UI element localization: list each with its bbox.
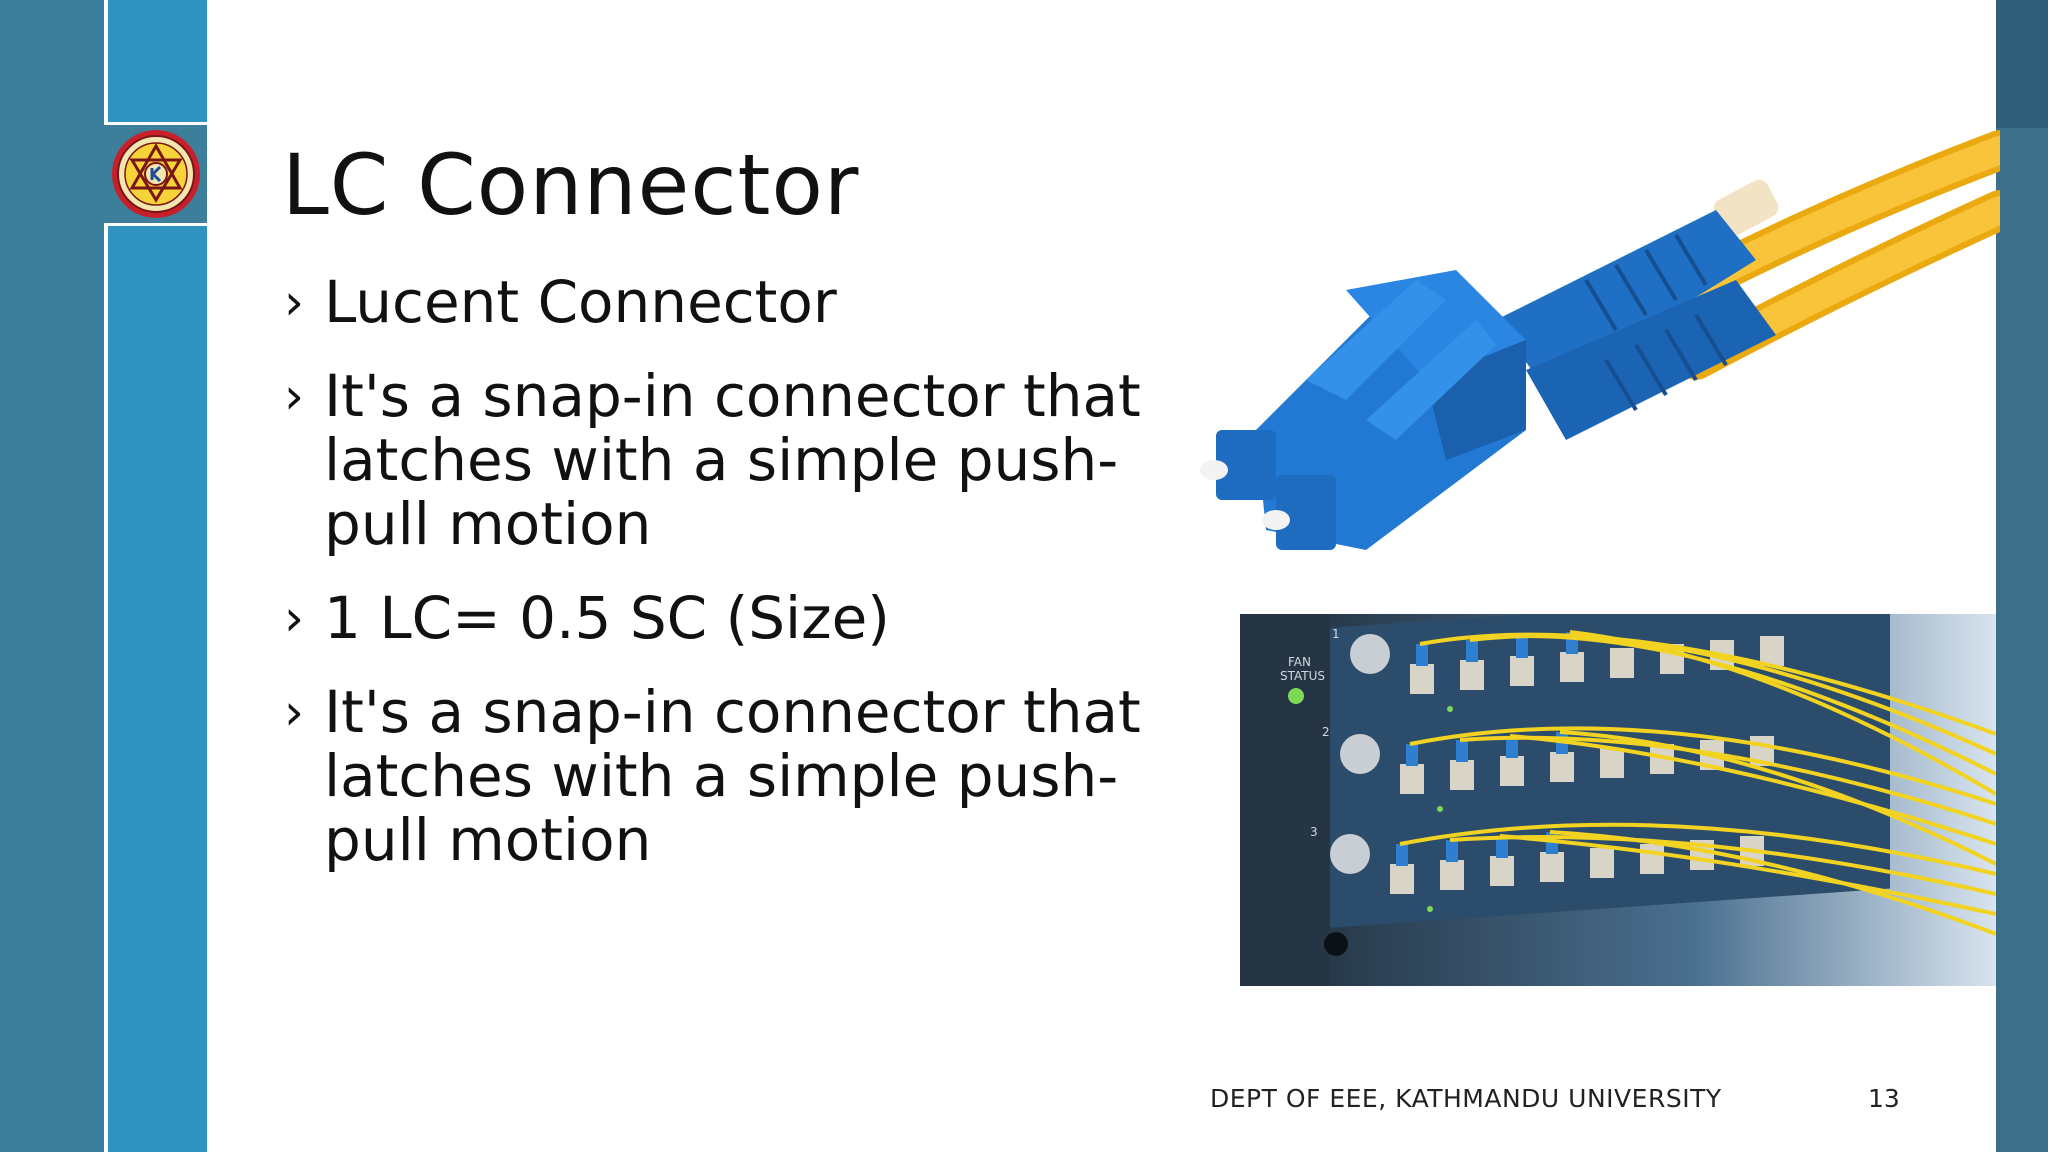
panel-row-3-label: 3 — [1310, 825, 1318, 839]
bullet-text: 1 LC= 0.5 SC (Size) — [324, 584, 890, 652]
slide-title: LC Connector — [282, 136, 860, 234]
bullet-chevron-icon: › — [284, 589, 304, 647]
bullet-item: › It's a snap-in connector that latches … — [284, 680, 1184, 872]
panel-row-1-label: 1 — [1332, 627, 1340, 641]
slide-page-number: 13 — [1868, 1084, 1900, 1113]
bullet-chevron-icon: › — [284, 273, 304, 331]
bullet-chevron-icon: › — [284, 683, 304, 741]
bullet-text: Lucent Connector — [324, 268, 837, 336]
fiber-patch-panel-photo: FAN STATUS 1 2 3 — [1240, 614, 1996, 986]
bullet-item: › 1 LC= 0.5 SC (Size) — [284, 586, 1184, 650]
university-seal-icon — [111, 130, 200, 218]
slide-footer: DEPT OF EEE, KATHMANDU UNIVERSITY — [1210, 1084, 1722, 1113]
bullet-text: It's a snap-in connector that latches wi… — [324, 678, 1141, 874]
lc-duplex-connector-photo — [1200, 130, 2000, 550]
panel-row-2-label: 2 — [1322, 725, 1330, 739]
left-white-stripe — [104, 0, 108, 1152]
bullet-chevron-icon: › — [284, 367, 304, 425]
right-background-band-top — [1996, 0, 2048, 128]
bullet-item: › It's a snap-in connector that latches … — [284, 364, 1184, 556]
right-background-band — [1996, 0, 2048, 1152]
bullet-text: It's a snap-in connector that latches wi… — [324, 362, 1141, 558]
left-background-band — [0, 0, 104, 1152]
bullet-list: › Lucent Connector › It's a snap-in conn… — [284, 270, 1184, 902]
panel-fan-label: FAN — [1288, 655, 1311, 669]
logo-container — [104, 122, 207, 226]
bullet-item: › Lucent Connector — [284, 270, 1184, 334]
panel-status-label: STATUS — [1280, 669, 1325, 683]
